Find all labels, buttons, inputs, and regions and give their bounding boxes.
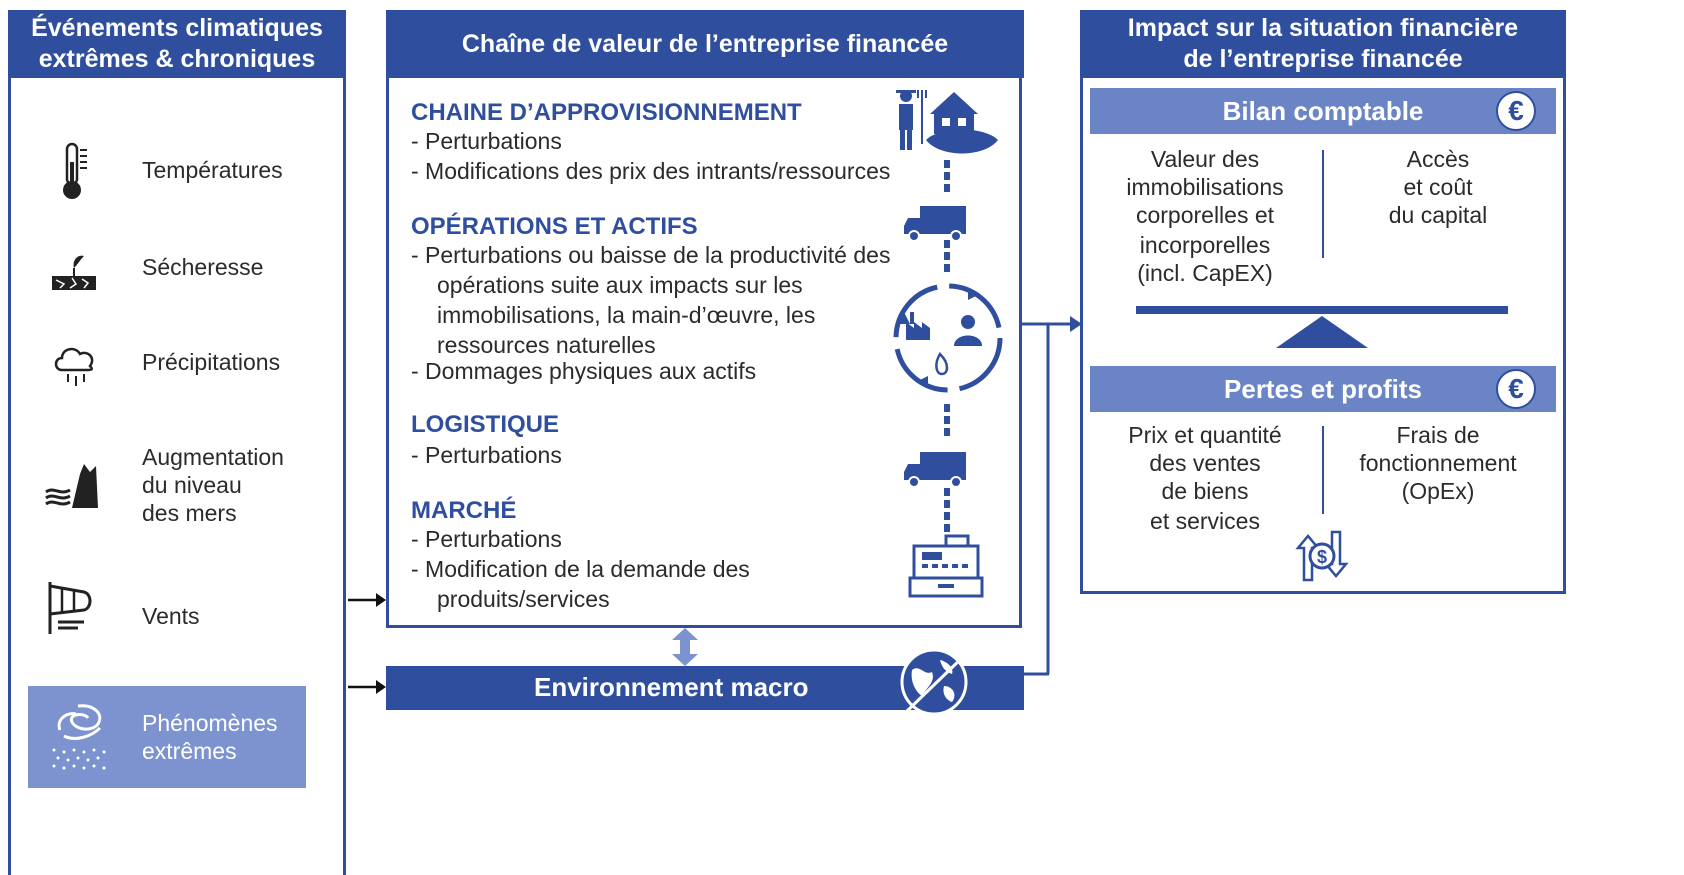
event-label-sea-level-1: Augmentation bbox=[142, 444, 284, 470]
double-arrow-icon bbox=[670, 628, 700, 666]
event-label-sea-level-3: des mers bbox=[142, 500, 237, 526]
rain-cloud-icon bbox=[50, 340, 100, 390]
truck-icon-2 bbox=[904, 452, 966, 488]
section-title-logistics: LOGISTIQUE bbox=[411, 411, 560, 438]
balance-left-2: immobilisations bbox=[1126, 174, 1284, 200]
balance-left-1: Valeur des bbox=[1150, 146, 1260, 172]
arrow-to-macro bbox=[348, 677, 386, 697]
event-label-sea-level-2: du niveau bbox=[142, 472, 242, 498]
bullet-logistics-1: - Perturbations bbox=[411, 442, 562, 468]
section-title-operations: OPÉRATIONS ET ACTIFS bbox=[411, 213, 698, 240]
event-label-temperatures: Températures bbox=[142, 157, 283, 183]
middle-panel-title: Chaîne de valeur de l’entreprise financé… bbox=[461, 29, 949, 58]
pnl-left-4: et services bbox=[1150, 508, 1260, 534]
operations-cycle-icon bbox=[893, 283, 1003, 393]
balance-left-3: corporelles et bbox=[1135, 202, 1275, 228]
value-chain-box bbox=[386, 76, 1022, 628]
left-panel-border-left bbox=[8, 78, 11, 875]
pnl-divider bbox=[1322, 426, 1324, 514]
bullet-operations-1: - Perturbations ou baisse de la producti… bbox=[411, 242, 891, 358]
profit-loss-header: Pertes et profits bbox=[1090, 366, 1556, 412]
pnl-right-1: Frais de bbox=[1396, 422, 1480, 448]
pnl-right-3: (OpEx) bbox=[1401, 478, 1475, 504]
euro-icon-balance: € bbox=[1496, 91, 1536, 131]
wind-icon bbox=[44, 578, 98, 638]
drought-icon bbox=[48, 248, 100, 292]
bullet-market-2: - Modification de la demande des produit… bbox=[411, 556, 750, 612]
bullet-supply-2: - Modifications des prix des intrants/re… bbox=[411, 158, 891, 184]
balance-sheet-title: Bilan comptable bbox=[1222, 95, 1424, 126]
globe-icon bbox=[896, 642, 976, 718]
bullet-operations-2: - Dommages physiques aux actifs bbox=[411, 358, 757, 384]
balance-scale-icon bbox=[1136, 306, 1508, 350]
value-chain-icons bbox=[884, 84, 1014, 604]
pnl-right-2: fonctionnement bbox=[1359, 450, 1517, 476]
thermometer-icon bbox=[58, 142, 94, 202]
event-label-extremes-2: extrêmes bbox=[142, 738, 237, 764]
event-label-secheresse: Sécheresse bbox=[142, 254, 264, 280]
macro-environment-label: Environnement macro bbox=[534, 672, 809, 702]
pnl-left-2: des ventes bbox=[1149, 450, 1261, 476]
right-panel-title-line1: Impact sur la situation financière bbox=[1127, 14, 1519, 42]
dollar-exchange-icon: $ bbox=[1290, 524, 1354, 588]
balance-right-1: Accès bbox=[1406, 146, 1470, 172]
arrow-to-value-chain bbox=[348, 590, 386, 610]
left-panel-header: Événements climatiques extrêmes & chroni… bbox=[8, 10, 346, 78]
balance-divider bbox=[1322, 150, 1324, 258]
connector-lines bbox=[1020, 310, 1082, 690]
event-label-vents: Vents bbox=[142, 603, 200, 629]
event-label-extremes-1: Phénomènes bbox=[142, 710, 278, 736]
dollar-symbol: $ bbox=[1317, 547, 1327, 567]
extreme-events-box: Phénomènes extrêmes bbox=[28, 686, 306, 788]
section-title-supply-chain: CHAINE D’APPROVISIONNEMENT bbox=[411, 99, 802, 126]
balance-sheet-header: Bilan comptable bbox=[1090, 88, 1556, 134]
sea-level-icon bbox=[44, 462, 100, 510]
profit-loss-title: Pertes et profits bbox=[1224, 373, 1422, 404]
event-label-precipitations: Précipitations bbox=[142, 349, 281, 375]
balance-left-4: incorporelles bbox=[1139, 232, 1271, 258]
middle-panel-header: Chaîne de valeur de l’entreprise financé… bbox=[386, 10, 1024, 78]
bullet-supply-1: - Perturbations bbox=[411, 128, 562, 154]
right-panel-header: Impact sur la situation financière de l’… bbox=[1080, 10, 1566, 78]
left-panel-title-line1: Événements climatiques bbox=[31, 14, 323, 42]
balance-left-5: (incl. CapEX) bbox=[1137, 260, 1273, 286]
right-panel-title-line2: de l’entreprise financée bbox=[1183, 45, 1463, 73]
cyclone-icon bbox=[46, 700, 110, 774]
bullet-market-1: - Perturbations bbox=[411, 526, 562, 552]
cash-register-icon bbox=[908, 534, 984, 598]
pnl-left-1: Prix et quantité bbox=[1128, 422, 1282, 448]
truck-icon-1 bbox=[904, 206, 966, 242]
euro-icon-profit-loss: € bbox=[1496, 369, 1536, 409]
left-panel-title-line2: extrêmes & chroniques bbox=[38, 45, 316, 73]
impact-box bbox=[1080, 76, 1566, 594]
farmer-farm-icon bbox=[896, 90, 998, 154]
pnl-left-3: de biens bbox=[1161, 478, 1249, 504]
balance-right-3: du capital bbox=[1388, 202, 1488, 228]
left-panel-border-right bbox=[343, 78, 346, 875]
balance-right-2: et coût bbox=[1403, 174, 1473, 200]
section-title-market: MARCHÉ bbox=[411, 497, 517, 524]
